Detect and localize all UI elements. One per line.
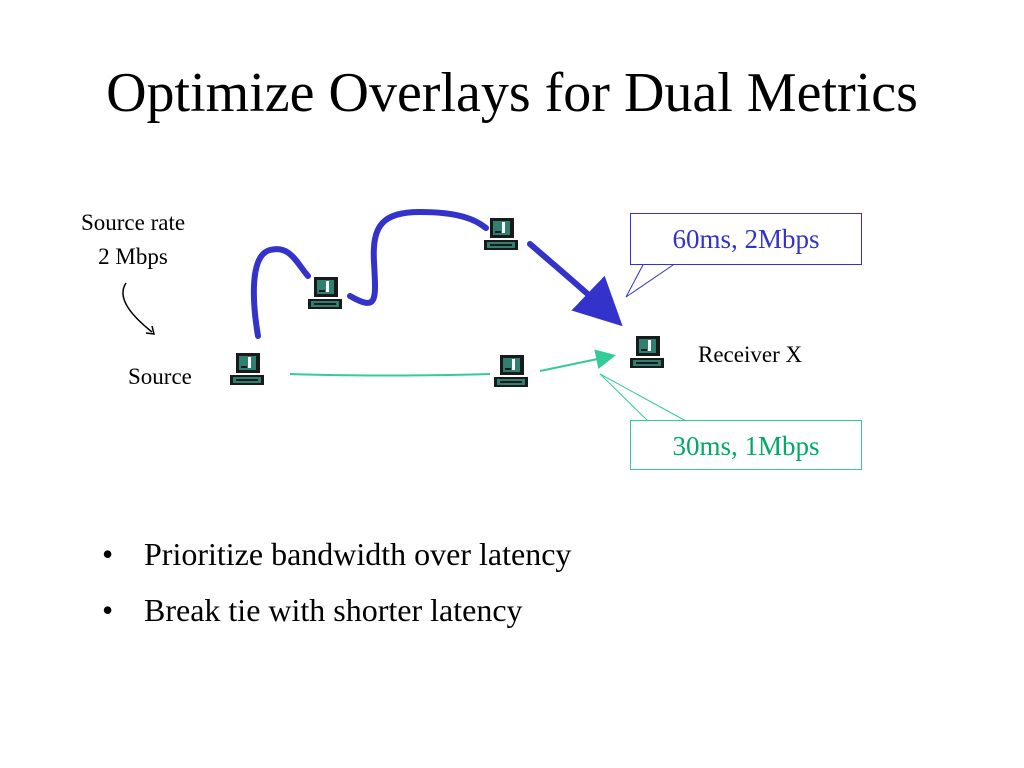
receiver-computer-icon bbox=[630, 336, 664, 368]
bullet-item: • Prioritize bandwidth over latency bbox=[100, 535, 571, 573]
low-latency-path bbox=[289, 373, 491, 377]
source-computer-icon bbox=[230, 353, 264, 385]
high-bandwidth-path bbox=[250, 246, 311, 339]
bullet-text: Prioritize bandwidth over latency bbox=[144, 536, 572, 572]
receiver-label: Receiver X bbox=[698, 342, 803, 367]
callout-low-latency: 30ms, 1Mbps bbox=[630, 420, 862, 470]
relay-node-b-computer-icon bbox=[484, 218, 518, 250]
bullet-icon: • bbox=[102, 592, 114, 628]
high-bandwidth-path-arrow bbox=[527, 241, 623, 327]
relay-node-c-computer-icon bbox=[494, 355, 528, 387]
source-rate-arrowhead bbox=[145, 325, 155, 335]
bullet-item: • Break tie with shorter latency bbox=[100, 591, 571, 629]
relay-node-a-computer-icon bbox=[308, 277, 342, 309]
callout-high-bandwidth: 60ms, 2Mbps bbox=[630, 213, 862, 265]
source-label: Source bbox=[128, 364, 192, 389]
source-rate-arrow bbox=[122, 282, 153, 333]
source-rate-label: Source rate 2 Mbps bbox=[58, 206, 208, 274]
source-rate-line1: Source rate bbox=[80, 210, 186, 235]
low-latency-path-arrow bbox=[539, 349, 616, 372]
slide-title: Optimize Overlays for Dual Metrics bbox=[106, 62, 918, 124]
bullet-list: • Prioritize bandwidth over latency • Br… bbox=[100, 535, 571, 647]
source-rate-line2: 2 Mbps bbox=[98, 244, 168, 269]
high-bandwidth-path-segment bbox=[347, 208, 489, 306]
bullet-text: Break tie with shorter latency bbox=[144, 592, 523, 628]
callout-high-bandwidth-pointer bbox=[625, 262, 677, 298]
bullet-icon: • bbox=[102, 536, 114, 572]
callout-low-latency-pointer bbox=[599, 373, 687, 422]
